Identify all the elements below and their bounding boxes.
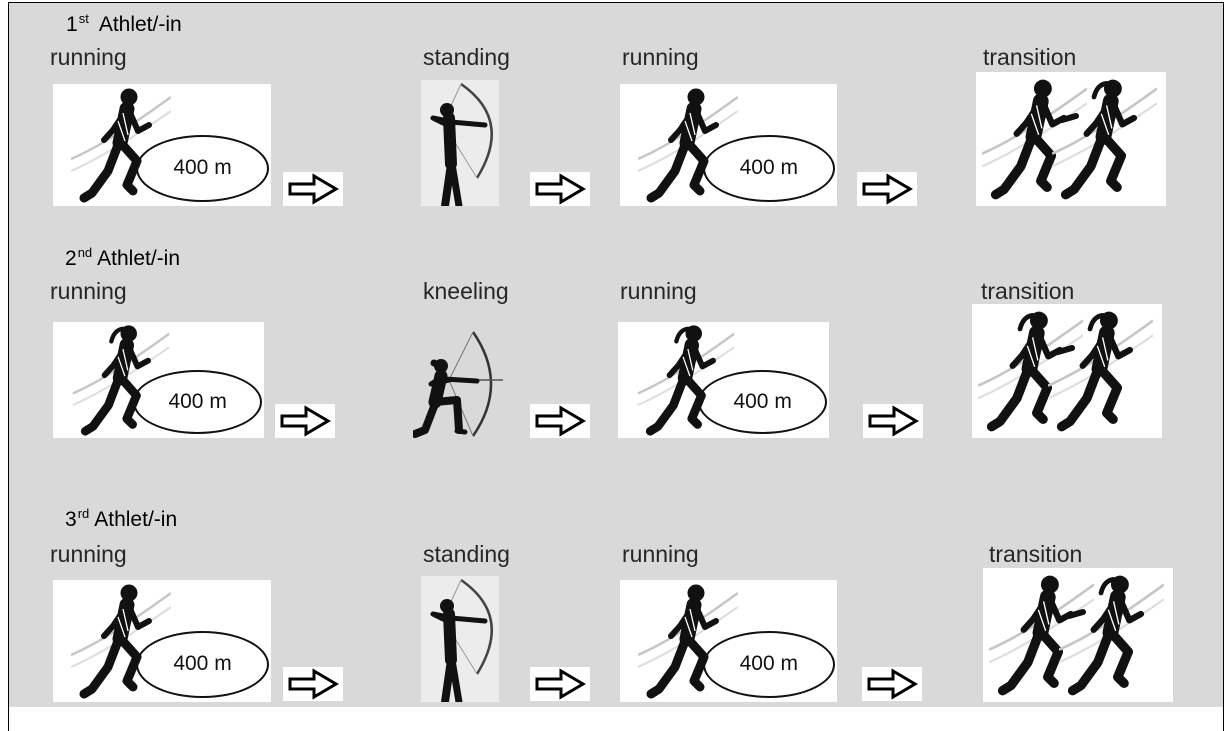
step-label: transition: [989, 541, 1083, 567]
running-panel: 400 m: [53, 580, 271, 702]
next-step-arrow: [530, 404, 590, 438]
athlete-title: 3rd Athlet/-in: [65, 506, 178, 535]
runner-icon: [978, 312, 1083, 427]
right-arrow-icon: [288, 669, 338, 699]
running-panel: 400 m: [620, 84, 837, 206]
step-label: running: [622, 541, 699, 567]
step-label: running: [50, 541, 127, 567]
next-step-arrow: [283, 172, 343, 206]
archery-panel: [421, 80, 499, 206]
step-label: standing: [423, 541, 510, 567]
athlete-ordinal-suffix: nd: [77, 245, 93, 260]
step-label: transition: [983, 44, 1077, 70]
relay-handover-icon: [976, 72, 1166, 206]
step-label: running: [50, 278, 127, 304]
next-step-arrow: [862, 667, 922, 701]
handover-arm: [1059, 113, 1079, 123]
next-step-arrow: [283, 667, 343, 701]
athlete-ordinal-suffix: st: [78, 11, 89, 26]
athlete-label: Athlet/-in: [98, 13, 182, 36]
distance-label: 400 m: [168, 390, 227, 414]
step-label: standing: [423, 44, 510, 70]
distance-label: 400 m: [739, 652, 798, 676]
athlete-number: 2: [65, 247, 77, 270]
right-arrow-icon: [867, 669, 917, 699]
runner-icon: [71, 580, 171, 702]
runner-icon: [1059, 576, 1164, 691]
right-arrow-icon: [868, 406, 918, 436]
step-label: running: [50, 44, 127, 70]
distance-label: 400 m: [739, 156, 798, 180]
transition-panel: [983, 568, 1173, 702]
running-panel: 400 m: [53, 84, 271, 206]
athlete-label: Athlet/-in: [97, 247, 181, 270]
transition-panel: [972, 304, 1162, 438]
right-arrow-icon: [280, 406, 330, 436]
transition-panel: [976, 72, 1166, 206]
next-step-arrow: [863, 404, 923, 438]
next-step-arrow: [857, 172, 917, 206]
running-panel: 400 m: [620, 580, 837, 702]
next-step-arrow: [530, 667, 590, 701]
handover-arm: [1066, 609, 1086, 619]
step-label: running: [620, 278, 697, 304]
distance-label: 400 m: [173, 156, 232, 180]
athlete-number: 1: [66, 13, 78, 36]
archer-standing-icon: [421, 576, 499, 702]
runner-icon: [1052, 80, 1157, 195]
running-panel: 400 m: [53, 322, 264, 438]
runner-icon: [638, 84, 738, 206]
distance-label: 400 m: [733, 390, 792, 414]
athlete-title: 2nd Athlet/-in: [65, 245, 181, 274]
right-arrow-icon: [535, 406, 585, 436]
next-step-arrow: [275, 404, 335, 438]
next-step-arrow: [530, 172, 590, 206]
archer-kneeling-icon: [413, 330, 503, 438]
athlete-title: 1st Athlet/-in: [66, 11, 182, 40]
athlete-label: Athlet/-in: [94, 508, 178, 531]
runner-icon: [638, 580, 738, 702]
right-arrow-icon: [288, 174, 338, 204]
runner-icon: [989, 576, 1094, 691]
step-label: kneeling: [423, 278, 509, 304]
archery-panel: [413, 330, 503, 438]
right-arrow-icon: [535, 174, 585, 204]
archery-panel: [421, 576, 499, 702]
step-label: transition: [981, 278, 1075, 304]
right-arrow-icon: [862, 174, 912, 204]
relay-handover-icon: [983, 568, 1173, 702]
athlete-ordinal-suffix: rd: [77, 506, 90, 521]
running-panel: 400 m: [618, 322, 829, 438]
archer-standing-icon: [421, 80, 499, 206]
distance-label: 400 m: [173, 652, 232, 676]
right-arrow-icon: [535, 669, 585, 699]
runner-icon: [636, 322, 736, 438]
handover-arm: [1055, 345, 1075, 355]
relay-handover-icon: [972, 304, 1162, 438]
runner-icon: [982, 80, 1087, 195]
athlete-number: 3: [65, 508, 77, 531]
runner-icon: [1048, 312, 1153, 427]
runner-icon: [71, 322, 171, 438]
step-label: running: [622, 44, 699, 70]
runner-icon: [71, 84, 171, 206]
